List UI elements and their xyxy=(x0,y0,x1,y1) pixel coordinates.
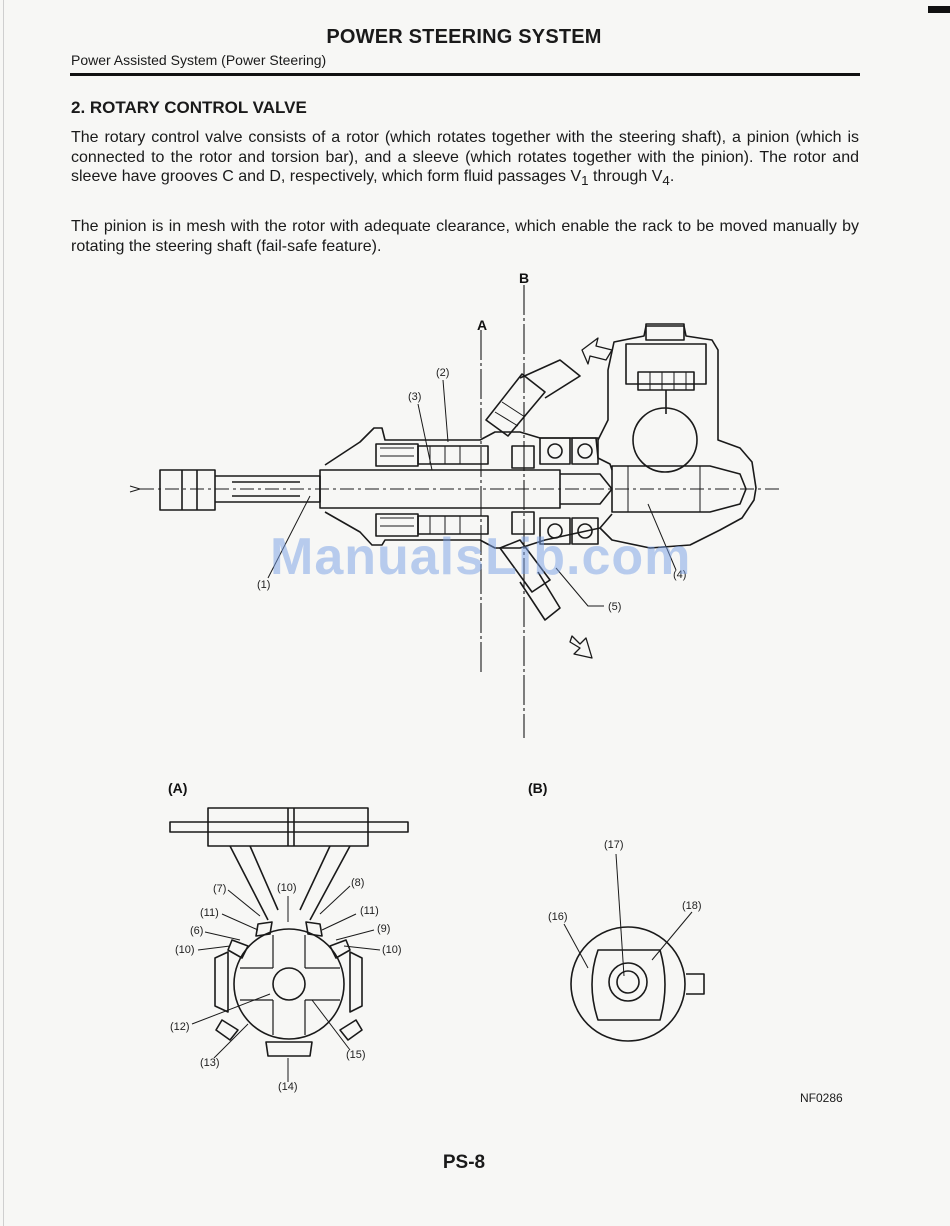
section-view-b xyxy=(570,926,705,1042)
callout-13: (13) xyxy=(200,1057,220,1069)
view-a-leaders xyxy=(191,885,381,1082)
corner-tab-mark xyxy=(928,6,950,13)
callout-12: (12) xyxy=(170,1021,190,1033)
callout-7: (7) xyxy=(213,883,226,895)
section-marker-b: B xyxy=(519,270,529,286)
callout-9: (9) xyxy=(377,923,390,935)
section-view-a xyxy=(169,807,409,1057)
subscript-4: 4 xyxy=(662,173,670,189)
section-marker-a: A xyxy=(477,317,487,333)
paragraph-end: . xyxy=(669,168,675,186)
callout-14: (14) xyxy=(278,1081,298,1093)
callout-5: (5) xyxy=(608,601,621,613)
callout-6: (6) xyxy=(190,925,203,937)
callout-3: (3) xyxy=(408,391,421,403)
callout-17: (17) xyxy=(604,839,624,851)
rotary-valve-figure: B A (2) (3) (1) (4) (5) (A) (7) (10) (8)… xyxy=(129,270,780,1093)
callout-1: (1) xyxy=(257,579,270,591)
callout-10-left: (10) xyxy=(175,944,195,956)
section-heading: 2. ROTARY CONTROL VALVE xyxy=(71,98,307,117)
callout-10-right: (10) xyxy=(382,944,402,956)
main-view-leaders xyxy=(267,379,677,607)
callout-2: (2) xyxy=(436,367,449,379)
paragraph-fail-safe: The pinion is in mesh with the rotor wit… xyxy=(71,218,859,255)
gearbox-cross-section xyxy=(129,285,780,738)
page-number: PS-8 xyxy=(442,1152,486,1173)
callout-18: (18) xyxy=(682,900,702,912)
view-b-title: (B) xyxy=(528,780,547,796)
callout-4: (4) xyxy=(673,569,686,581)
callout-8: (8) xyxy=(351,877,364,889)
paragraph-mid: through V xyxy=(588,168,663,186)
callout-10-top: (10) xyxy=(277,882,297,894)
callout-11-right: (11) xyxy=(360,905,379,917)
view-b-leaders xyxy=(563,853,693,977)
page-edge-rule xyxy=(3,0,4,1226)
section-subtitle: Power Assisted System (Power Steering) xyxy=(71,52,327,68)
page-title: POWER STEERING SYSTEM xyxy=(326,26,602,48)
subscript-1: 1 xyxy=(581,173,589,189)
paragraph-lead: The rotary control valve consists of a r… xyxy=(71,129,859,186)
paragraph-rotary-valve: The rotary control valve consists of a r… xyxy=(71,128,859,191)
callout-15: (15) xyxy=(346,1049,366,1061)
view-a-title: (A) xyxy=(168,780,187,796)
callout-16: (16) xyxy=(548,911,568,923)
header-divider xyxy=(70,73,860,76)
callout-11-left: (11) xyxy=(200,907,219,919)
watermark: ManualsLib.com xyxy=(270,528,692,586)
figure-code: NF0286 xyxy=(800,1091,843,1105)
